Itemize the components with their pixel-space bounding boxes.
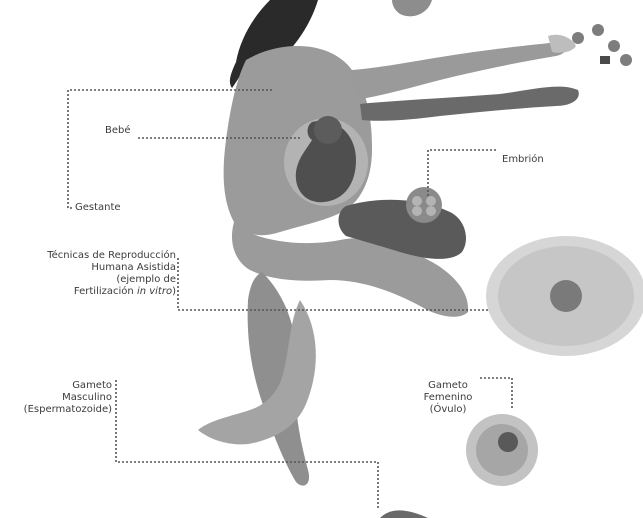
label-gameto-f-line2: Femenino (420, 392, 476, 404)
label-embrion: Embrión (502, 154, 544, 166)
label-tecnicas-line1: Técnicas de Reproducción (8, 250, 176, 262)
label-tecnicas-line4-suffix: ) (172, 286, 176, 297)
label-gameto-f-line1: Gameto (420, 380, 476, 392)
label-embrion-text: Embrión (502, 154, 544, 165)
label-tecnicas-line4-prefix: Fertilización (74, 286, 137, 297)
label-tecnicas-line4: Fertilización in vitro) (8, 286, 176, 298)
label-gameto-m-line2: Masculino (4, 392, 112, 404)
leader-gameto-m (116, 380, 378, 510)
head-shape (392, 0, 432, 16)
label-tecnicas: Técnicas de Reproducción Humana Asistida… (8, 250, 176, 298)
label-gestante: Gestante (75, 202, 121, 214)
label-gameto-f-line3: (Óvulo) (420, 404, 476, 416)
label-gameto-masculino: Gameto Masculino (Espermatozoide) (4, 380, 112, 416)
ovum-nucleus (498, 432, 518, 452)
leader-gameto-f (480, 378, 512, 410)
leader-embrion (428, 150, 498, 196)
label-bebe-text: Bebé (105, 125, 131, 136)
hand-shape (548, 35, 576, 53)
embryo-cell (406, 187, 442, 223)
label-tecnicas-line2: Humana Asistida (8, 262, 176, 274)
sperm-dot (572, 32, 584, 44)
label-gestante-text: Gestante (75, 202, 121, 213)
fetus-head (314, 116, 342, 144)
label-tecnicas-line4-italic: in vitro (137, 286, 172, 297)
label-gameto-m-line3: (Espermatozoide) (4, 404, 112, 416)
label-tecnicas-line3: (ejemplo de (8, 274, 176, 286)
label-gameto-femenino: Gameto Femenino (Óvulo) (420, 380, 476, 416)
label-bebe: Bebé (105, 125, 131, 137)
ivf-cell (550, 280, 582, 312)
label-gameto-m-line1: Gameto (4, 380, 112, 392)
bottom-foot (380, 510, 428, 518)
